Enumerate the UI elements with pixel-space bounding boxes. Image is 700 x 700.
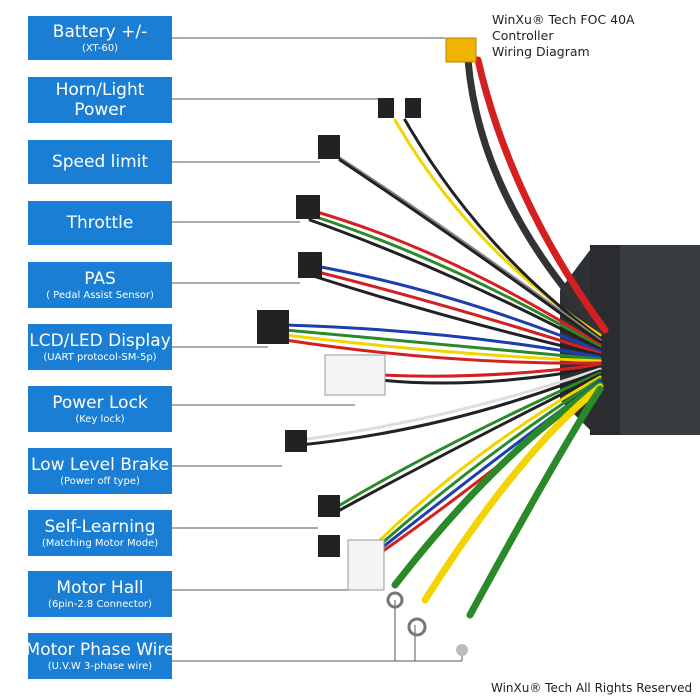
label-lcd-display: LCD/LED Display (UART protocol-SM-5p) (28, 324, 172, 370)
diagram-title-line2: Wiring Diagram (492, 44, 590, 59)
label-speed-limit: Speed limit (28, 140, 172, 184)
label-pas-sub: ( Pedal Assist Sensor) (46, 289, 154, 301)
label-battery: Battery +/- (XT-60) (28, 16, 172, 60)
label-motor-hall: Motor Hall (6pin-2.8 Connector) (28, 571, 172, 617)
label-self-learning-sub: (Matching Motor Mode) (41, 537, 159, 549)
label-power-lock-title: Power Lock (52, 392, 148, 413)
label-motor-phase-wire: Motor Phase Wire (U.V.W 3-phase wire) (25, 633, 175, 679)
label-lcd-display-title: LCD/LED Display (29, 330, 171, 351)
label-horn-light: Horn/Light Power (28, 77, 172, 123)
label-horn-light-title2: Power (74, 100, 126, 120)
label-self-learning-title: Self-Learning (44, 516, 156, 537)
label-power-lock-sub: (Key lock) (75, 413, 125, 425)
label-low-level-brake: Low Level Brake (Power off type) (28, 448, 172, 494)
label-motor-phase-wire-sub: (U.V.W 3-phase wire) (47, 660, 153, 672)
copyright-footer: WinXu® Tech All Rights Reserved (491, 681, 693, 695)
label-low-level-brake-sub: (Power off type) (60, 475, 140, 487)
diagram-title: WinXu® Tech FOC 40A Controller Wiring Di… (492, 12, 700, 60)
label-lcd-display-sub: (UART protocol-SM-5p) (43, 351, 157, 363)
connectors (257, 37, 477, 656)
label-horn-light-title: Horn/Light (55, 80, 145, 100)
label-pas-title: PAS (84, 268, 116, 289)
leader-lines (172, 37, 463, 662)
label-throttle: Throttle (28, 201, 172, 245)
label-motor-hall-title: Motor Hall (56, 577, 144, 598)
label-battery-title: Battery +/- (52, 21, 148, 42)
label-self-learning: Self-Learning (Matching Motor Mode) (28, 510, 172, 556)
diagram-title-line1: WinXu® Tech FOC 40A Controller (492, 12, 635, 43)
label-pas: PAS ( Pedal Assist Sensor) (28, 262, 172, 308)
label-power-lock: Power Lock (Key lock) (28, 386, 172, 432)
label-motor-phase-wire-title: Motor Phase Wire (25, 639, 175, 660)
label-battery-sub: (XT-60) (81, 42, 118, 54)
label-low-level-brake-title: Low Level Brake (31, 454, 169, 475)
label-throttle-title: Throttle (66, 213, 134, 233)
label-motor-hall-sub: (6pin-2.8 Connector) (48, 598, 152, 610)
label-speed-limit-title: Speed limit (51, 152, 149, 172)
